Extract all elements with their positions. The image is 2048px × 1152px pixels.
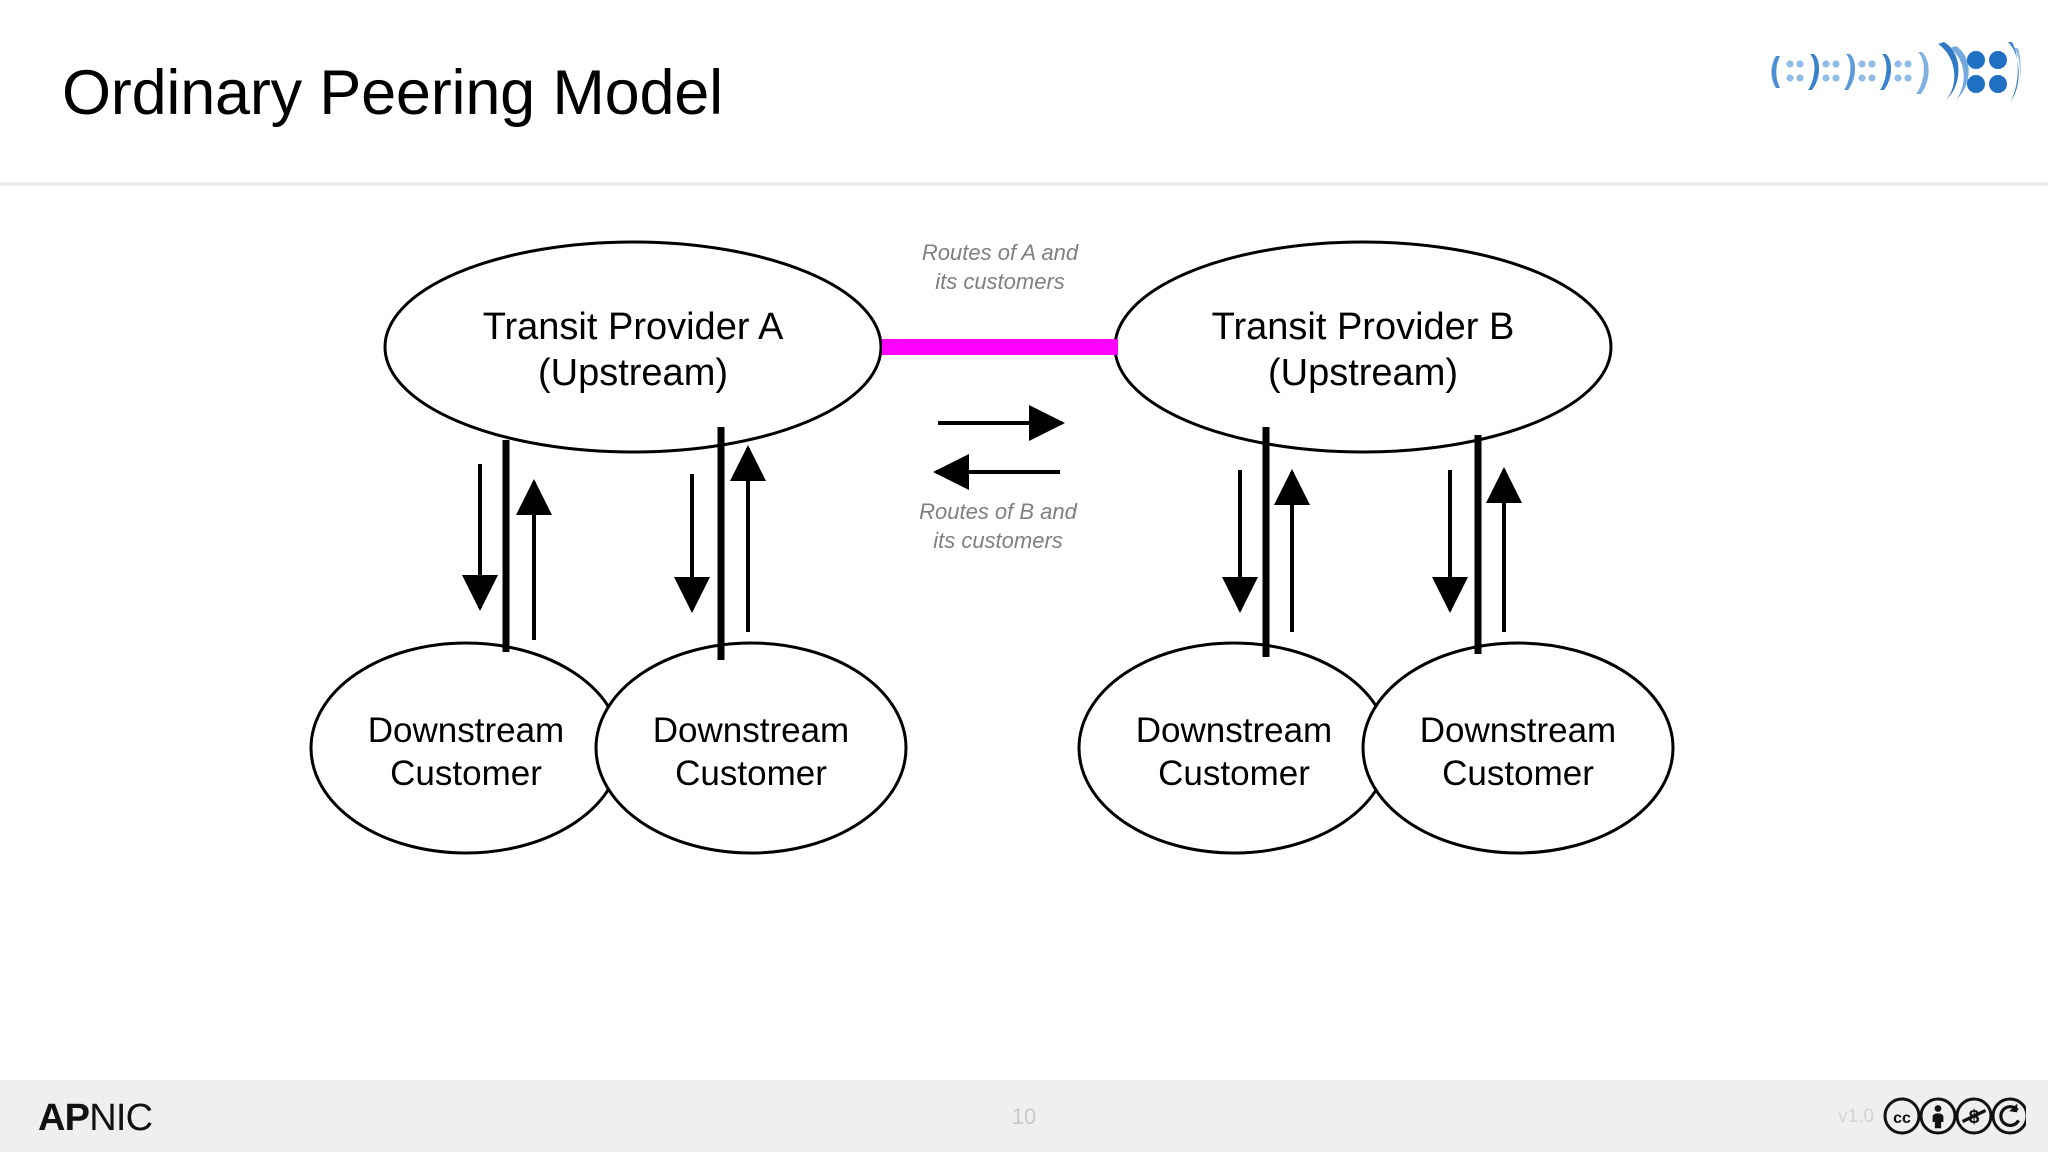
cc-license-badges[interactable]: cc $ [1882, 1096, 2029, 1136]
apnic-wordmark: APNIC [38, 1097, 153, 1139]
diagram-canvas [309, 240, 1675, 855]
cc-nc-icon: $ [1955, 1097, 1993, 1135]
header-divider [0, 182, 2048, 186]
page-number: 10 [1011, 1104, 1037, 1129]
cc-by-icon [1919, 1097, 1957, 1135]
page-title: Ordinary Peering Model [62, 58, 723, 128]
transit-provider-b-ellipse[interactable] [1113, 240, 1613, 454]
slide-footer: APNIC 10 v1.0 cc $ [0, 1080, 2048, 1152]
version-label: v1.0 [1838, 1106, 1874, 1127]
cc-sa-icon [1991, 1097, 2029, 1135]
peering-diagram: Transit Provider A (Upstream) Transit Pr… [0, 182, 2048, 1080]
cc-icon: cc [1883, 1097, 1921, 1135]
svg-text:cc: cc [1893, 1110, 1911, 1127]
slide-header: Ordinary Peering Model [0, 0, 2048, 182]
downstream-customer-b1-ellipse[interactable] [1077, 641, 1391, 855]
downstream-customer-a1-ellipse[interactable] [309, 641, 623, 855]
apnic-dots-logo-icon [1770, 38, 2022, 106]
transit-provider-a-ellipse[interactable] [383, 240, 883, 454]
apnic-wordmark-light: NIC [89, 1097, 153, 1139]
downstream-customer-b2-ellipse[interactable] [1361, 641, 1675, 855]
downstream-customer-a2-ellipse[interactable] [594, 641, 908, 855]
apnic-wordmark-bold: AP [38, 1097, 90, 1139]
